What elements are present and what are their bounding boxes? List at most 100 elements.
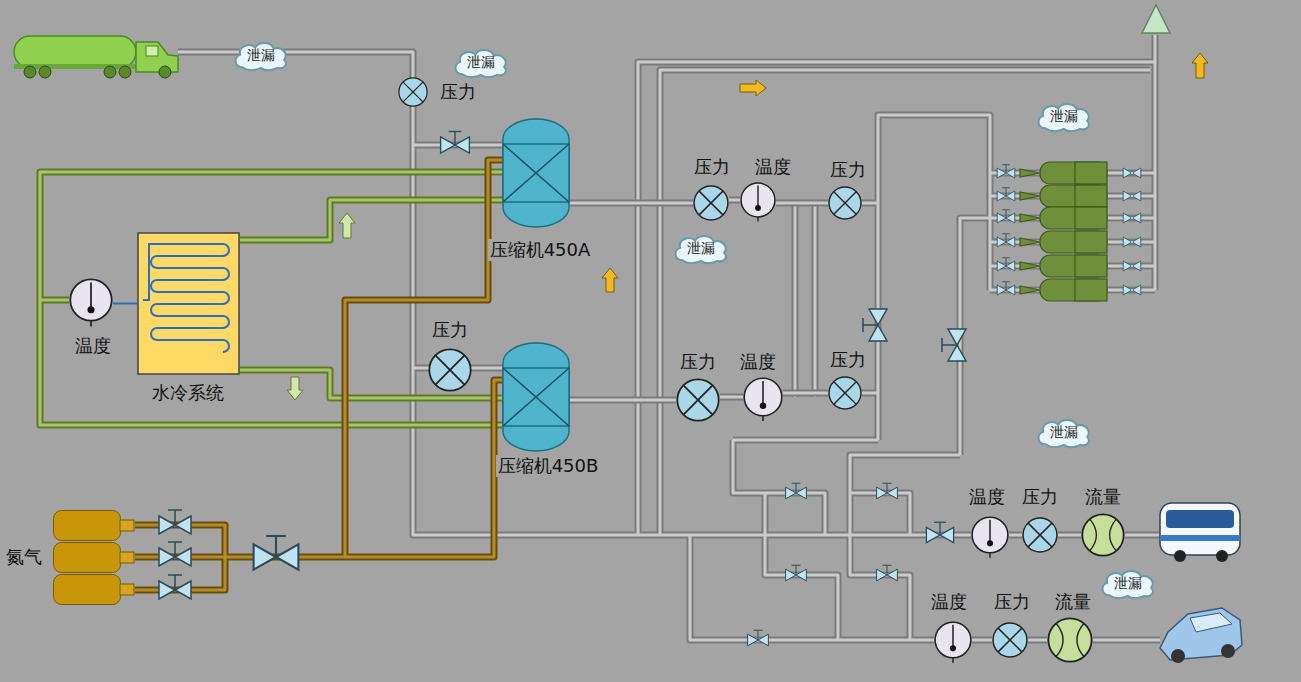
pipe-stroke: [570, 200, 693, 207]
leak-cloud: 泄漏: [232, 40, 290, 71]
water-cooling-unit-shape: [137, 232, 240, 375]
pipe-stroke: [570, 397, 676, 404]
gauge-label: 温度: [753, 156, 793, 178]
pipe-connector: [1028, 640, 1047, 641]
pipe-stroke: [1009, 534, 1022, 537]
compressor-label: 压缩机450A: [488, 239, 593, 261]
pipe-stroke: [1058, 532, 1081, 539]
gauge-label: 流量: [1053, 591, 1093, 613]
gauge-instrument: 温度: [971, 516, 1009, 554]
gauge-instrument-shape: [934, 621, 972, 659]
tanker-truck: [14, 36, 178, 78]
leak-label: 泄漏: [1050, 108, 1078, 125]
gauge-label: 温度: [73, 335, 113, 357]
gauge-label: 温度: [929, 591, 969, 613]
leak-label: 泄漏: [247, 47, 275, 64]
gauge-instrument: 压力: [828, 376, 862, 410]
pipe-stroke: [729, 197, 740, 204]
pipe-stroke: [570, 399, 676, 402]
gauge-instrument-shape: [69, 278, 113, 322]
pipe-stroke: [783, 392, 828, 395]
pipe-stroke: [113, 303, 137, 305]
gauge-instrument: 压力: [693, 185, 729, 221]
flow-arrows: [287, 53, 1208, 400]
gauge-instrument: 压力: [676, 378, 720, 422]
gauge-instrument: 压力: [992, 622, 1028, 658]
pipe-stroke: [783, 390, 828, 397]
pipe-connector: [570, 400, 676, 401]
pipe-connector: [783, 393, 828, 394]
nitrogen-pipes: [135, 160, 502, 590]
gauge-instrument-shape: [743, 377, 783, 417]
pipe-connector: [1058, 535, 1081, 536]
pipe-connector: [113, 303, 137, 304]
pipe-stroke: [776, 202, 828, 205]
gauge-label: 压力: [692, 156, 732, 178]
compressor-vessel-shape: [502, 118, 570, 228]
leak-cloud: 泄漏: [1099, 568, 1157, 599]
pipe-connector: [720, 397, 743, 398]
gauge-instrument-shape: [1081, 513, 1125, 557]
gauge-instrument-shape: [1022, 517, 1058, 553]
bus: [1160, 503, 1240, 562]
gauge-instrument: 压力: [828, 186, 862, 220]
gauge-instrument-shape: [398, 77, 428, 107]
pipe-stroke: [1028, 639, 1047, 642]
gauge-instrument-shape: [992, 622, 1028, 658]
storage-cylinders: [1020, 162, 1107, 301]
nitrogen-pipes: [135, 160, 502, 590]
gauge-label: 压力: [992, 591, 1032, 613]
pipe-stroke: [1058, 534, 1081, 537]
gauge-instrument: 压力: [428, 348, 472, 392]
leak-label: 泄漏: [1114, 575, 1142, 592]
pipe-stroke: [1009, 532, 1022, 539]
gauge-label: 压力: [1020, 486, 1060, 508]
leak-label: 泄漏: [687, 240, 715, 257]
compressor-label: 压缩机450B: [496, 455, 601, 477]
gauge-label: 温度: [967, 486, 1007, 508]
pipe-connector: [972, 640, 992, 641]
cooling-label: 水冷系统: [150, 382, 226, 404]
valves: [159, 132, 1141, 646]
gauge-instrument: 温度: [743, 377, 783, 417]
gauge-instrument: 压力: [1022, 517, 1058, 553]
pipe-connector: [1009, 535, 1022, 536]
pipe-stroke: [972, 637, 992, 644]
gauge-label: 压力: [678, 351, 718, 373]
pipe-stroke: [570, 202, 693, 205]
gauge-label: 压力: [828, 159, 868, 181]
pipe-connector: [776, 203, 828, 204]
gauge-label: 温度: [738, 351, 778, 373]
leak-cloud: 泄漏: [1035, 417, 1093, 448]
gas-pipes: [178, 35, 1160, 640]
gauge-instrument-shape: [428, 348, 472, 392]
compressor-vessel: 压缩机450A: [502, 118, 570, 228]
gauge-label: 流量: [1083, 486, 1123, 508]
pipe-connector: [729, 200, 740, 201]
leak-label: 泄漏: [1050, 424, 1078, 441]
gas-pipes: [178, 35, 1160, 640]
pipe-stroke: [720, 394, 743, 401]
gauge-instrument-shape: [971, 516, 1009, 554]
nitrogen-cylinders-shape: [53, 510, 135, 605]
compressor-vessel: 压缩机450B: [502, 342, 570, 452]
pipe-stroke: [972, 639, 992, 642]
leak-cloud: 泄漏: [452, 47, 510, 78]
gauge-instrument: 温度: [69, 278, 113, 322]
water-cooling-unit: 水冷系统: [137, 232, 240, 375]
gauge-instrument-shape: [693, 185, 729, 221]
nitrogen-cylinders: 氮气: [53, 510, 135, 605]
gauge-instrument: 温度: [934, 621, 972, 659]
vent-stack: [1142, 5, 1170, 33]
gauge-label: 压力: [828, 349, 868, 371]
gauge-instrument-shape: [828, 186, 862, 220]
leak-cloud: 泄漏: [672, 233, 730, 264]
pipe-connector: [570, 203, 693, 204]
gauge-instrument-shape: [1047, 617, 1093, 663]
gauge-instrument: 温度: [740, 182, 776, 218]
gauge-instrument-shape: [740, 182, 776, 218]
car: [1160, 608, 1242, 663]
pipe-stroke: [1028, 637, 1047, 644]
pipe-stroke: [776, 200, 828, 207]
